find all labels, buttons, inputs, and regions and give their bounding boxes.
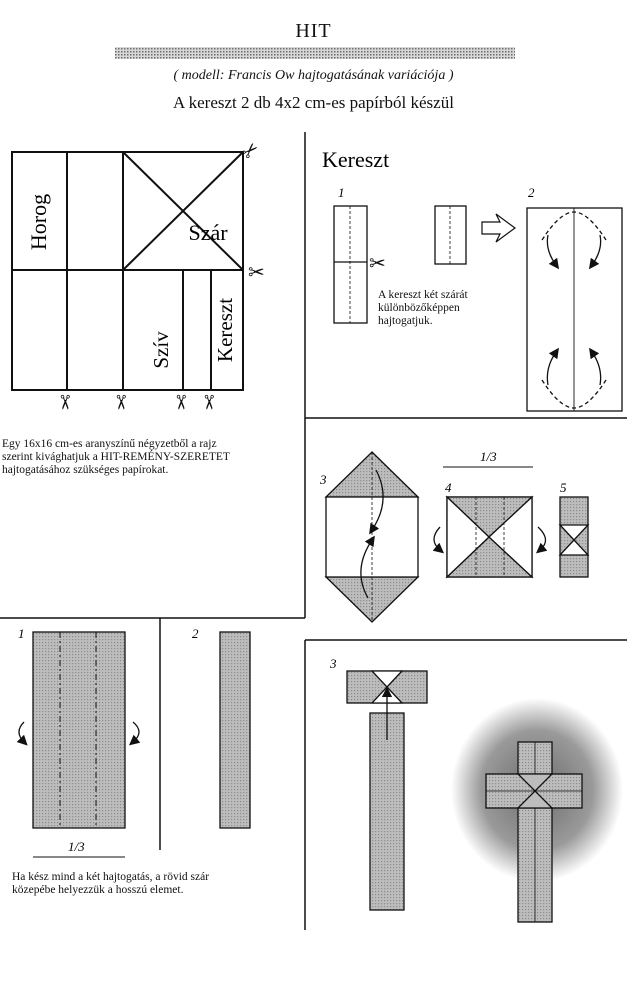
step-number: 1 [18,626,25,641]
scissors-icon: ✂ [53,394,77,411]
step-number: 2 [192,626,199,641]
caption-line: szerint kivághatjuk a HIT-REMÉNY-SZERETE… [2,451,230,463]
kereszt-section-title: Kereszt [322,147,389,172]
assembly-long-bar [369,686,405,911]
kereszt-step1-small-strip [434,205,467,265]
paper-description: A kereszt 2 db 4x2 cm-es papírból készül [173,93,454,112]
kereszt-step2-rect [526,207,623,412]
section-dividers [0,132,627,930]
szar-step2-strip [219,631,251,829]
cut-square [11,151,244,391]
step-number: 5 [560,480,567,495]
label-kereszt-strip: Kereszt [213,298,237,362]
caption-line: különbözőképpen [378,302,460,314]
page-title: HIT [295,20,332,42]
fraction-label: 1/3 [480,449,497,464]
title-stripe-decoration [115,47,515,59]
fraction-label: 1/3 [68,839,85,854]
model-credit: ( modell: Francis Ow hajtogatásának vari… [173,68,454,83]
kereszt-step3-shape [324,451,420,623]
label-horog: Horog [26,194,51,250]
step-number: 2 [528,185,535,200]
caption-line: hajtogatjuk. [378,315,433,327]
scissors-icon: ✂ [248,260,265,284]
scissors-icon: ✂ [369,251,386,275]
step-number: 3 [319,472,327,487]
kereszt-caption: A kereszt két szárát különbözőképpen haj… [378,289,518,328]
assembly-caption: Ha kész mind a két hajtogatás, a rövid s… [12,871,307,897]
step-number: 3 [329,656,337,671]
step-number: 1 [338,185,345,200]
scissors-icon: ✂ [109,394,133,411]
kereszt-step5-strip [558,496,590,578]
next-step-arrow [481,213,517,243]
szar-step1-strip [16,631,141,829]
caption-line: közepébe helyezzük a hosszú elemet. [12,884,184,896]
label-szar: Szár [188,220,228,245]
scissors-icon: ✂ [169,394,193,411]
label-sziv: Szív [149,331,173,369]
caption-line: hajtogatásához szükséges papírokat. [2,464,169,476]
caption-line: Egy 16x16 cm-es aranyszínű négyzetből a … [2,438,217,450]
caption-line: Ha kész mind a két hajtogatás, a rövid s… [12,871,210,883]
cut-caption: Egy 16x16 cm-es aranyszínű négyzetből a … [2,438,302,477]
kereszt-step1-strip [333,205,368,324]
scissors-icon: ✂ [236,136,265,165]
scissors-icon: ✂ [197,394,221,411]
caption-line: A kereszt két szárát [378,289,468,301]
kereszt-step4-square [432,495,548,579]
step-number: 4 [445,480,452,495]
finished-cross [485,741,583,923]
